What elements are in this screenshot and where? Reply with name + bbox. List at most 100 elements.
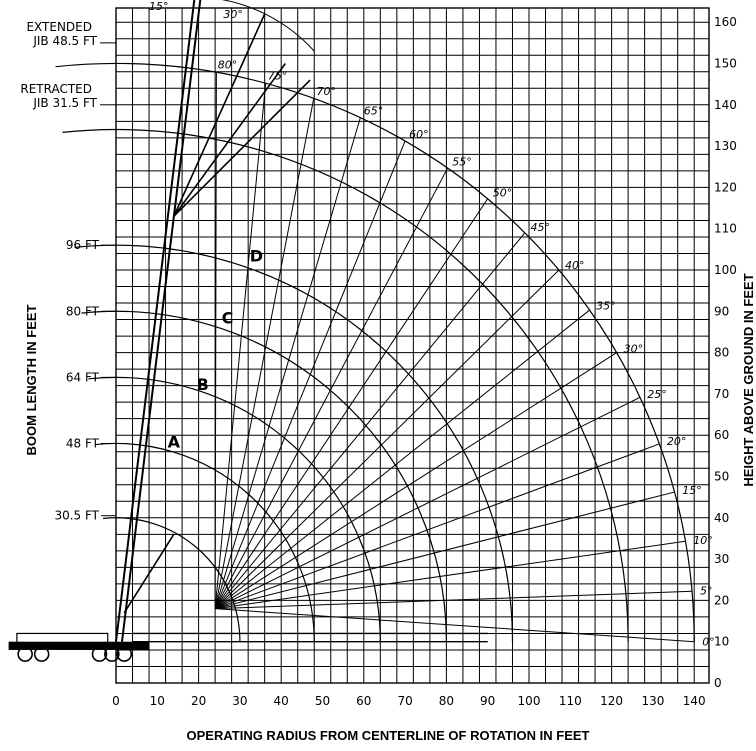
boom-angle-line	[214, 167, 449, 609]
boom-angle-line	[214, 140, 406, 609]
boom-angle-label: 25°	[647, 388, 667, 401]
zone-label: A	[168, 433, 181, 452]
y-tick-label: 60	[714, 428, 729, 442]
zone-label: B	[197, 375, 209, 394]
x-tick-label: 20	[191, 694, 206, 708]
boom-angle-lines	[214, 72, 695, 643]
truck-wheel	[17, 646, 33, 662]
x-tick-label: 130	[641, 694, 664, 708]
y-tick-label: 100	[714, 263, 737, 277]
labels: 0 10 20 30 40 50 60 70 80 90 100 110 120 130 140 0 10 20 3…	[20, 0, 756, 743]
jib-offset-label: 15°	[149, 0, 169, 13]
boom-angle-label: 35°	[596, 299, 616, 312]
boom-angle-line	[214, 352, 618, 610]
boom-angle-label: 30°	[624, 343, 644, 356]
boom-angle-label: 70°	[316, 85, 336, 98]
boom-angle-label: 60°	[409, 128, 429, 141]
boom-length-arc-96	[74, 244, 514, 642]
boom-length-label: 96 FT	[66, 238, 100, 252]
x-axis-title: OPERATING RADIUS FROM CENTERLINE OF ROTA…	[187, 728, 590, 743]
jib-line	[173, 79, 311, 217]
retracted-jib-arc	[62, 128, 629, 642]
boom-angle-line	[215, 608, 695, 643]
boom-angle-label: 80°	[218, 58, 238, 71]
boom-length-arc-80	[81, 310, 447, 642]
boom-angle-line	[215, 540, 686, 610]
boom-angle-label: 50°	[493, 187, 513, 200]
jib-label: JIB 48.5 FT	[32, 34, 97, 48]
grid-border	[115, 7, 710, 684]
y-tick-label: 50	[714, 470, 729, 484]
boom-angle-label: 65°	[364, 104, 384, 117]
x-tick-label: 60	[356, 694, 371, 708]
boom-angle-line	[214, 491, 675, 610]
y-tick-label: 10	[714, 635, 729, 649]
boom-length-label: 64 FT	[66, 370, 100, 384]
y-tick-label: 90	[714, 304, 729, 318]
boom-angle-line	[214, 443, 660, 610]
x-tick-label: 120	[600, 694, 623, 708]
boom-angle-line	[214, 309, 590, 610]
boom-angle-label: 0°	[702, 636, 715, 649]
boom-angle-label: 20°	[667, 435, 687, 448]
y-axis-title-left: BOOM LENGTH IN FEET	[24, 304, 39, 455]
x-tick-label: 80	[439, 694, 454, 708]
x-tick-label: 40	[274, 694, 289, 708]
boom-angle-label: 40°	[565, 259, 585, 272]
boom-angle-label: 5°	[700, 585, 713, 598]
y-tick-label: 30	[714, 552, 729, 566]
x-tick-label: 90	[480, 694, 495, 708]
y-tick-label: 70	[714, 387, 729, 401]
retracted-boom-line	[123, 533, 175, 614]
boom-angle-line	[214, 72, 217, 609]
boom-angle-label: 45°	[531, 221, 551, 234]
boom-length-arcs	[55, 62, 695, 642]
y-tick-label: 120	[714, 180, 737, 194]
jib-line	[173, 63, 286, 217]
grid	[115, 7, 710, 684]
boom-angle-label: 75°	[268, 69, 288, 82]
boom-angle-line	[214, 117, 361, 609]
jib-offset-arc	[221, 0, 315, 52]
truck-frame	[8, 641, 150, 650]
zone-label: D	[250, 247, 263, 266]
x-tick-label: 110	[559, 694, 582, 708]
jib-offset-label: 30°	[223, 8, 243, 21]
jib-label: EXTENDED	[26, 20, 92, 34]
boom-main-line	[121, 0, 202, 642]
boom-main-line	[115, 0, 196, 642]
y-axis-title-right: HEIGHT ABOVE GROUND IN FEET	[741, 273, 756, 486]
boom-length-label: 80 FT	[66, 304, 100, 318]
jib-label: JIB 31.5 FT	[32, 96, 97, 110]
x-tick-label: 50	[315, 694, 330, 708]
boom-angle-line	[215, 590, 693, 610]
boom-angle-line	[214, 232, 526, 609]
truck-wheel	[104, 646, 120, 662]
x-tick-label: 70	[397, 694, 412, 708]
boom-angle-line	[214, 83, 267, 609]
y-tick-label: 40	[714, 511, 729, 525]
boom-length-label: 30.5 FT	[54, 509, 99, 523]
boom-angle-line	[214, 198, 489, 609]
jib-line	[173, 13, 266, 217]
boom-angle-line	[214, 396, 641, 610]
x-tick-label: 10	[150, 694, 165, 708]
y-tick-label: 130	[714, 139, 737, 153]
truck-wheel	[33, 646, 50, 662]
y-tick-label: 140	[714, 98, 737, 112]
boom-length-label: 48 FT	[66, 436, 100, 450]
boom-angle-line	[214, 98, 315, 609]
x-tick-label: 30	[232, 694, 247, 708]
x-tick-label: 0	[112, 694, 120, 708]
boom-angle-label: 10°	[693, 534, 713, 547]
truck-wheel	[91, 646, 108, 662]
y-tick-label: 20	[714, 593, 729, 607]
x-tick-label: 140	[683, 694, 706, 708]
jib-label: RETRACTED	[20, 82, 92, 96]
y-tick-label: 160	[714, 15, 737, 29]
boom-drawing	[115, 0, 488, 643]
y-tick-label: 80	[714, 346, 729, 360]
y-tick-label: 0	[714, 676, 722, 690]
